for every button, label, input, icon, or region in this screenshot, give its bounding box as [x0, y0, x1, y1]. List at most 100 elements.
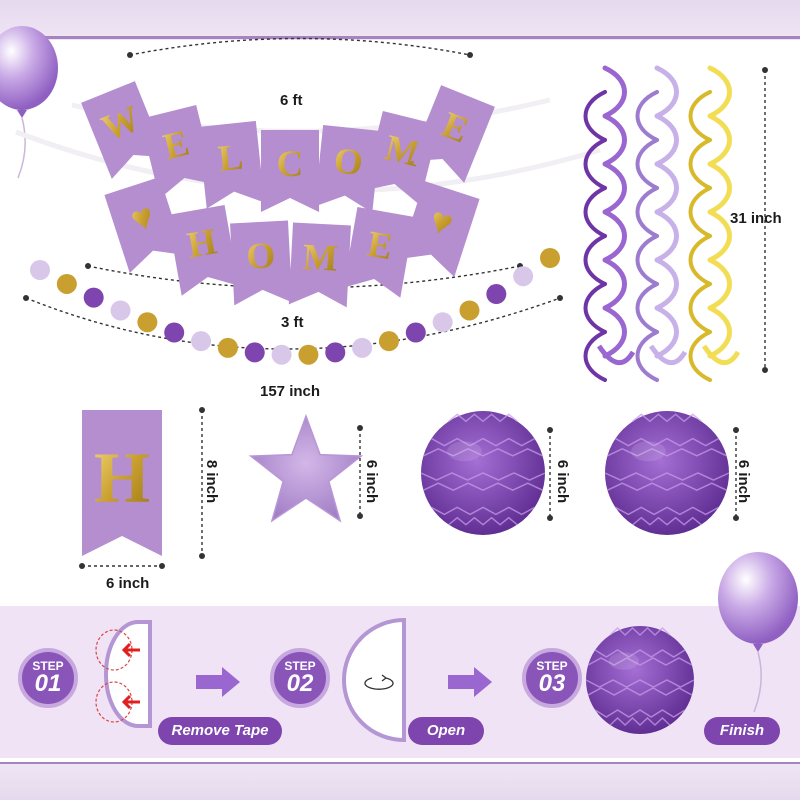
- dim-dot: [733, 427, 739, 433]
- dim-dot: [762, 67, 768, 73]
- garland-dot: [271, 344, 292, 365]
- step-1-label: Remove Tape: [158, 717, 282, 745]
- step-3-number: 03: [538, 670, 566, 697]
- ball-pattern: [448, 413, 518, 423]
- balloon-knot: [753, 644, 763, 652]
- step-2-number: 02: [286, 670, 314, 697]
- dim-dot: [199, 553, 205, 559]
- sample-pennant-flag: [82, 410, 162, 556]
- garland-dot: [56, 273, 77, 294]
- dim-dot: [127, 52, 133, 58]
- step-1-illustration: [95, 620, 152, 728]
- star-size-label: 6 inch: [363, 459, 381, 504]
- pennant-flag: [104, 177, 185, 273]
- dim-dot: [357, 513, 363, 519]
- garland-dot: [459, 300, 480, 321]
- swirl-strand: [688, 90, 712, 382]
- pennant-letter: L: [216, 136, 245, 179]
- ball-pattern: [587, 687, 693, 696]
- ball-highlight: [447, 441, 482, 462]
- ball1-size-label: 6 inch: [554, 459, 572, 504]
- swirl-strand: [654, 65, 679, 359]
- ball-pattern: [609, 716, 671, 727]
- step-3-word: STEP: [536, 659, 568, 673]
- ball-pattern: [609, 626, 671, 637]
- garland-dot: [137, 312, 158, 333]
- arrow-right-icon: [196, 667, 240, 697]
- garland-dot: [325, 342, 346, 363]
- swirl-icon: [688, 65, 741, 382]
- dim-dot: [23, 295, 29, 301]
- step-2-badge: STEP 02: [270, 648, 330, 708]
- pennant-flag: [343, 206, 415, 298]
- folded-ball-half: [104, 620, 152, 728]
- top-decor-band: [0, 0, 800, 40]
- swirl-strand: [583, 90, 607, 382]
- pennant-row1: E: [410, 85, 495, 183]
- honeycomb-ball-icon: [585, 626, 695, 734]
- balloon-body: [0, 26, 58, 110]
- dim-dot: [733, 515, 739, 521]
- ball-pattern: [632, 516, 702, 526]
- pennant-row2: ♥: [399, 181, 480, 277]
- dim-dot: [547, 515, 553, 521]
- pennant-row1: O: [314, 124, 381, 213]
- ball-highlight: [608, 652, 639, 670]
- ball-pattern: [632, 413, 702, 423]
- garland-dot: [191, 331, 212, 352]
- rotate-arrowhead: [381, 674, 387, 682]
- pennant-flag: [167, 204, 239, 296]
- pennant-flag: [363, 110, 440, 205]
- pennant-row2: M: [288, 222, 351, 308]
- swirl-strand: [635, 90, 659, 382]
- honeycomb-ball-icon: [420, 411, 546, 535]
- pennant-row1: W: [81, 81, 166, 179]
- garland-dot: [298, 344, 319, 365]
- dim-dot: [467, 52, 473, 58]
- ball-pattern: [594, 649, 686, 658]
- dim-dot: [547, 427, 553, 433]
- dim-dot: [199, 407, 205, 413]
- pennant-flag: [314, 124, 381, 213]
- swirl-tail: [701, 344, 741, 365]
- dot-garland-long-label: 157 inch: [260, 383, 321, 400]
- pennant-row1: M: [363, 110, 440, 205]
- ball-pattern: [423, 482, 543, 492]
- garland-dot: [432, 312, 453, 333]
- dim-dot: [159, 563, 165, 569]
- arrow-left-icon: [121, 642, 140, 658]
- pennant-letter: O: [332, 139, 365, 183]
- swirl-tail: [596, 344, 636, 365]
- pennant-row2: H: [167, 204, 239, 296]
- rotate-icon: [364, 677, 394, 690]
- ball-pattern: [420, 472, 546, 481]
- balloon-icon: [0, 26, 58, 179]
- swirl-tail: [648, 344, 688, 365]
- ball-pattern: [615, 437, 719, 447]
- step-2-label: Open: [408, 717, 484, 745]
- pennant-row1: L: [198, 120, 265, 209]
- folded-ball-half: [342, 617, 406, 743]
- pennant-flag: [399, 181, 480, 277]
- ball-pattern: [431, 437, 535, 447]
- swirl-icon: [635, 65, 688, 382]
- pennant-row1: E: [139, 104, 216, 199]
- step-2-illustration: [342, 617, 406, 743]
- bottom-divider: [0, 762, 800, 765]
- garland-dot: [486, 284, 507, 305]
- ball-pattern: [423, 447, 543, 457]
- garland-dot: [164, 322, 185, 343]
- dim-dot: [357, 425, 363, 431]
- garland-dot: [352, 337, 373, 358]
- ball-pattern: [604, 472, 730, 481]
- pennant-letter: M: [302, 236, 339, 279]
- ball-highlight: [631, 441, 666, 462]
- step-3-label: Finish: [704, 717, 780, 745]
- dim-dot: [79, 563, 85, 569]
- pennant-row2: O: [230, 220, 293, 306]
- sample-pennant-letter: H: [94, 438, 150, 518]
- step-3-badge: STEP 03: [522, 648, 582, 708]
- ball2-size-label: 6 inch: [735, 459, 753, 504]
